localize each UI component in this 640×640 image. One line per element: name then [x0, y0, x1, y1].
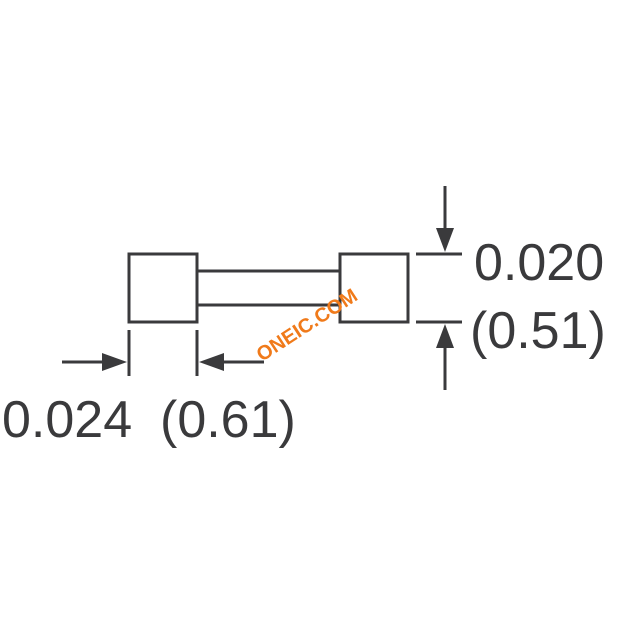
width-arrow-left-head	[199, 353, 224, 371]
height-arrow-down-head	[436, 228, 454, 252]
width-label-mm: (0.61)	[160, 391, 296, 449]
width-arrow-right-head	[102, 353, 127, 371]
height-inch-label: 0.020	[474, 234, 604, 292]
right-pad	[338, 252, 410, 324]
height-mm-label: (0.51)	[470, 302, 606, 360]
left-pad	[127, 252, 199, 324]
width-label-inch: 0.024	[2, 391, 132, 449]
oneic-watermark: ONEIC.COM	[253, 285, 362, 366]
height-arrow-up-head	[436, 324, 454, 348]
